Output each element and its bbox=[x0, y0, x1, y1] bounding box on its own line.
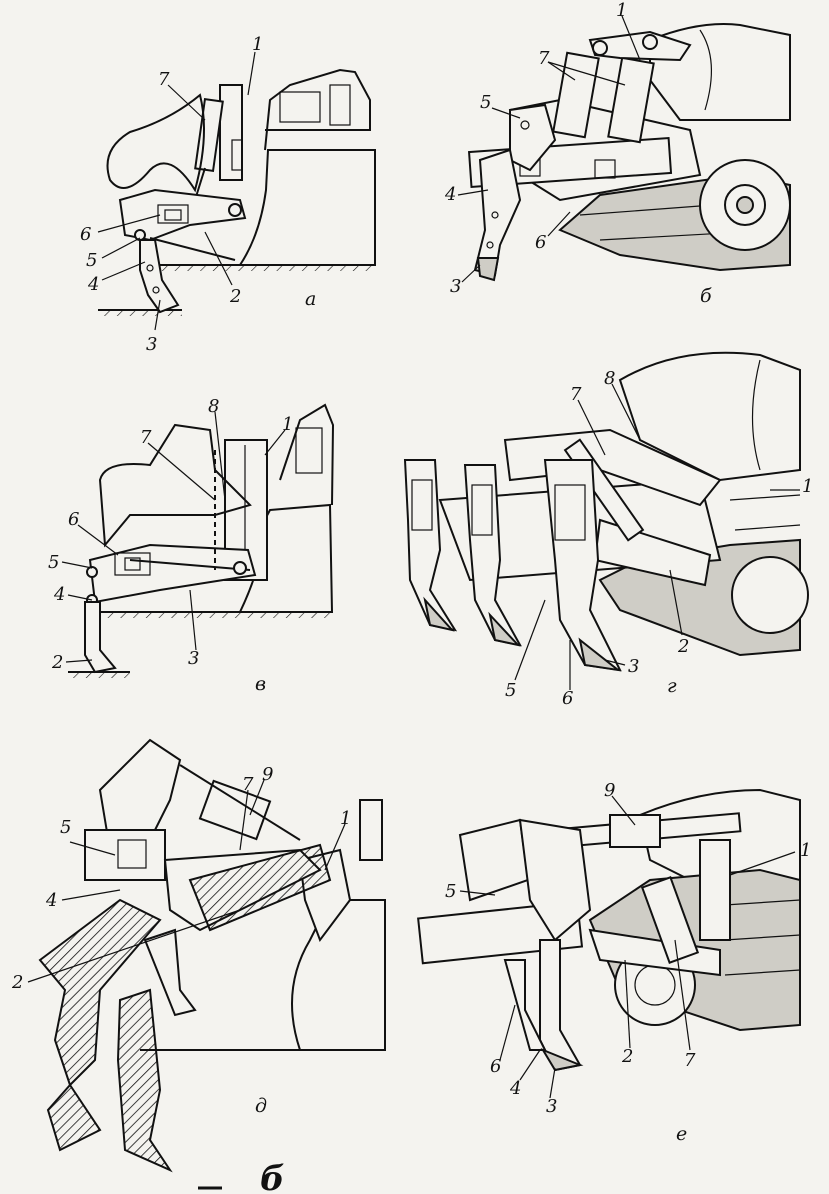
panel-b-caption: б bbox=[700, 285, 712, 307]
callout-a-6: 6 bbox=[80, 224, 91, 245]
callout-a-4: 4 bbox=[87, 274, 99, 295]
callout-e-6: 6 bbox=[490, 1056, 501, 1077]
track-links-g bbox=[729, 494, 801, 531]
callout-b-7: 7 bbox=[538, 48, 550, 69]
callout-e-7: 7 bbox=[684, 1050, 696, 1071]
panel-d: 7 9 1 5 4 2 д bbox=[11, 738, 386, 1173]
callout-g-6: 6 bbox=[562, 688, 573, 709]
callout-v-2: 3 bbox=[188, 648, 199, 669]
panel-v: 8 1 7 6 5 4 2 3 в bbox=[48, 396, 335, 695]
callout-e-2: 2 bbox=[621, 1046, 633, 1067]
callout-v-7: 7 bbox=[140, 427, 152, 448]
callout-d-1: 1 bbox=[340, 808, 351, 829]
panel-v-caption: в bbox=[255, 673, 266, 695]
callout-v-4: 4 bbox=[53, 584, 65, 605]
callout-v-1: 1 bbox=[282, 414, 293, 435]
callout-b-5: 5 bbox=[480, 92, 491, 113]
callout-v-8: 8 bbox=[208, 396, 219, 417]
callout-g-5: 5 bbox=[505, 680, 516, 701]
callout-d-7: 7 bbox=[242, 774, 254, 795]
callout-e-3: 3 bbox=[546, 1096, 557, 1117]
panel-g: 8 7 1 2 5 6 3 г bbox=[403, 351, 813, 709]
callout-a-7: 7 bbox=[158, 69, 170, 90]
callout-v-6: 6 bbox=[68, 509, 79, 530]
shank-group-g bbox=[403, 459, 622, 672]
callout-a-2: 2 bbox=[229, 286, 241, 307]
callout-v-5: 5 bbox=[48, 552, 59, 573]
callout-g-2: 2 bbox=[677, 636, 689, 657]
callout-b-3: 3 bbox=[450, 276, 461, 297]
panel-a: 1 7 6 5 4 2 3 а bbox=[80, 34, 376, 355]
callout-g-1: 1 bbox=[802, 476, 813, 497]
panel-b: 1 7 5 4 6 3 б bbox=[444, 0, 791, 307]
callout-a-3: 3 bbox=[146, 334, 157, 355]
callout-e-5: 5 bbox=[445, 881, 456, 902]
callout-e-4: 4 bbox=[509, 1078, 521, 1099]
callout-e-1: 1 bbox=[800, 840, 811, 861]
panel-d-caption: д bbox=[255, 1095, 267, 1117]
shank-group-d bbox=[38, 898, 197, 1173]
callout-d-2: 2 bbox=[11, 972, 23, 993]
panel-e: 9 1 5 2 7 6 4 3 е bbox=[417, 780, 811, 1145]
callout-d-5: 5 bbox=[60, 817, 71, 838]
callout-v-3: 2 bbox=[51, 652, 63, 673]
callout-a-1: 1 bbox=[252, 34, 263, 55]
callout-b-1: 1 bbox=[616, 0, 627, 21]
callout-g-7: 7 bbox=[570, 384, 582, 405]
panel-a-caption: а bbox=[305, 288, 316, 310]
callout-b-6: 6 bbox=[535, 232, 546, 253]
panel-e-caption: е bbox=[676, 1123, 687, 1145]
callout-d-4: 4 bbox=[45, 890, 57, 911]
callout-g-3: 3 bbox=[628, 656, 639, 677]
callout-g-8: 8 bbox=[604, 368, 615, 389]
track-links-e bbox=[724, 899, 801, 976]
callout-a-5: 5 bbox=[86, 250, 97, 271]
panel-g-caption: г bbox=[667, 675, 677, 697]
callout-e-9: 9 bbox=[604, 780, 615, 801]
callout-d-9: 9 bbox=[262, 764, 273, 785]
callout-b-4: 4 bbox=[444, 184, 456, 205]
footer-mark: б bbox=[260, 1159, 285, 1194]
